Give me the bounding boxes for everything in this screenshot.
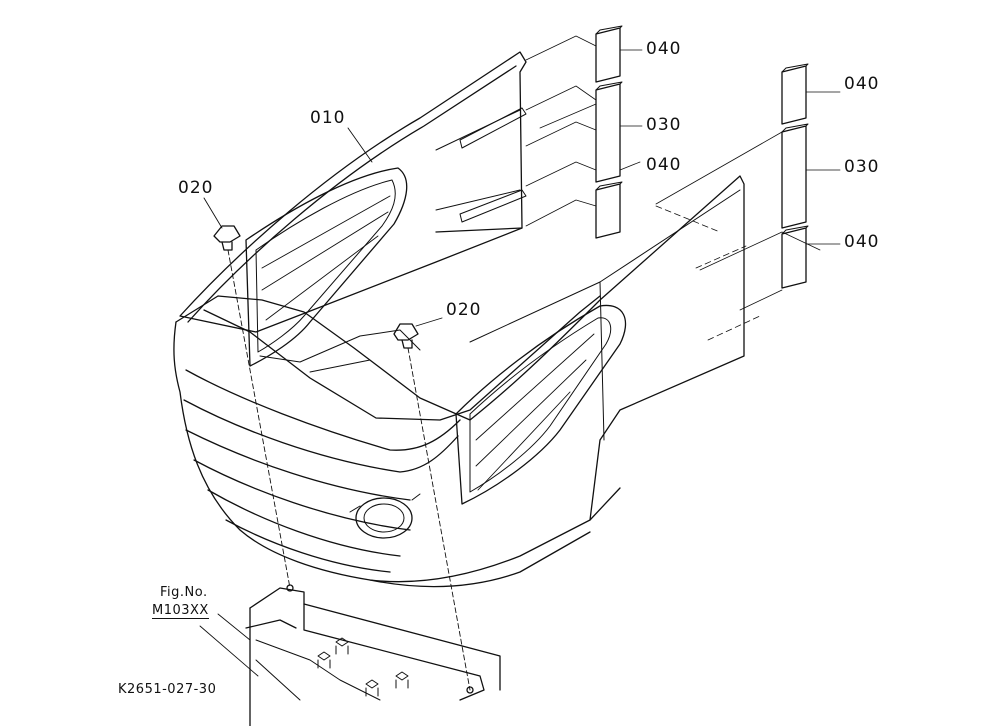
label-part-010: 010 — [310, 108, 346, 128]
label-part-040-bottom-right: 040 — [844, 232, 880, 252]
hood-front-body — [174, 176, 744, 587]
label-part-020-center: 020 — [446, 300, 482, 320]
figure-ref-number: M103XX — [152, 603, 209, 619]
pad-030-left — [596, 82, 622, 182]
label-part-030-right: 030 — [844, 157, 880, 177]
pad-040-top-right — [782, 64, 808, 124]
pad-040-mid-left — [596, 182, 622, 238]
label-part-030-left: 030 — [646, 115, 682, 135]
knob-fastener-left — [214, 226, 240, 250]
label-part-040-mid-left: 040 — [646, 155, 682, 175]
label-part-040-top-right: 040 — [844, 74, 880, 94]
label-part-040-top-left: 040 — [646, 39, 682, 59]
pad-040-top-left — [596, 26, 622, 82]
drawing-code: K2651-027-30 — [118, 682, 217, 697]
base-frame — [200, 585, 500, 726]
pad-040-bottom-right — [782, 226, 808, 288]
label-part-020-left: 020 — [178, 178, 214, 198]
pad-030-right — [782, 124, 808, 228]
figure-ref-title: Fig.No. — [160, 585, 208, 600]
